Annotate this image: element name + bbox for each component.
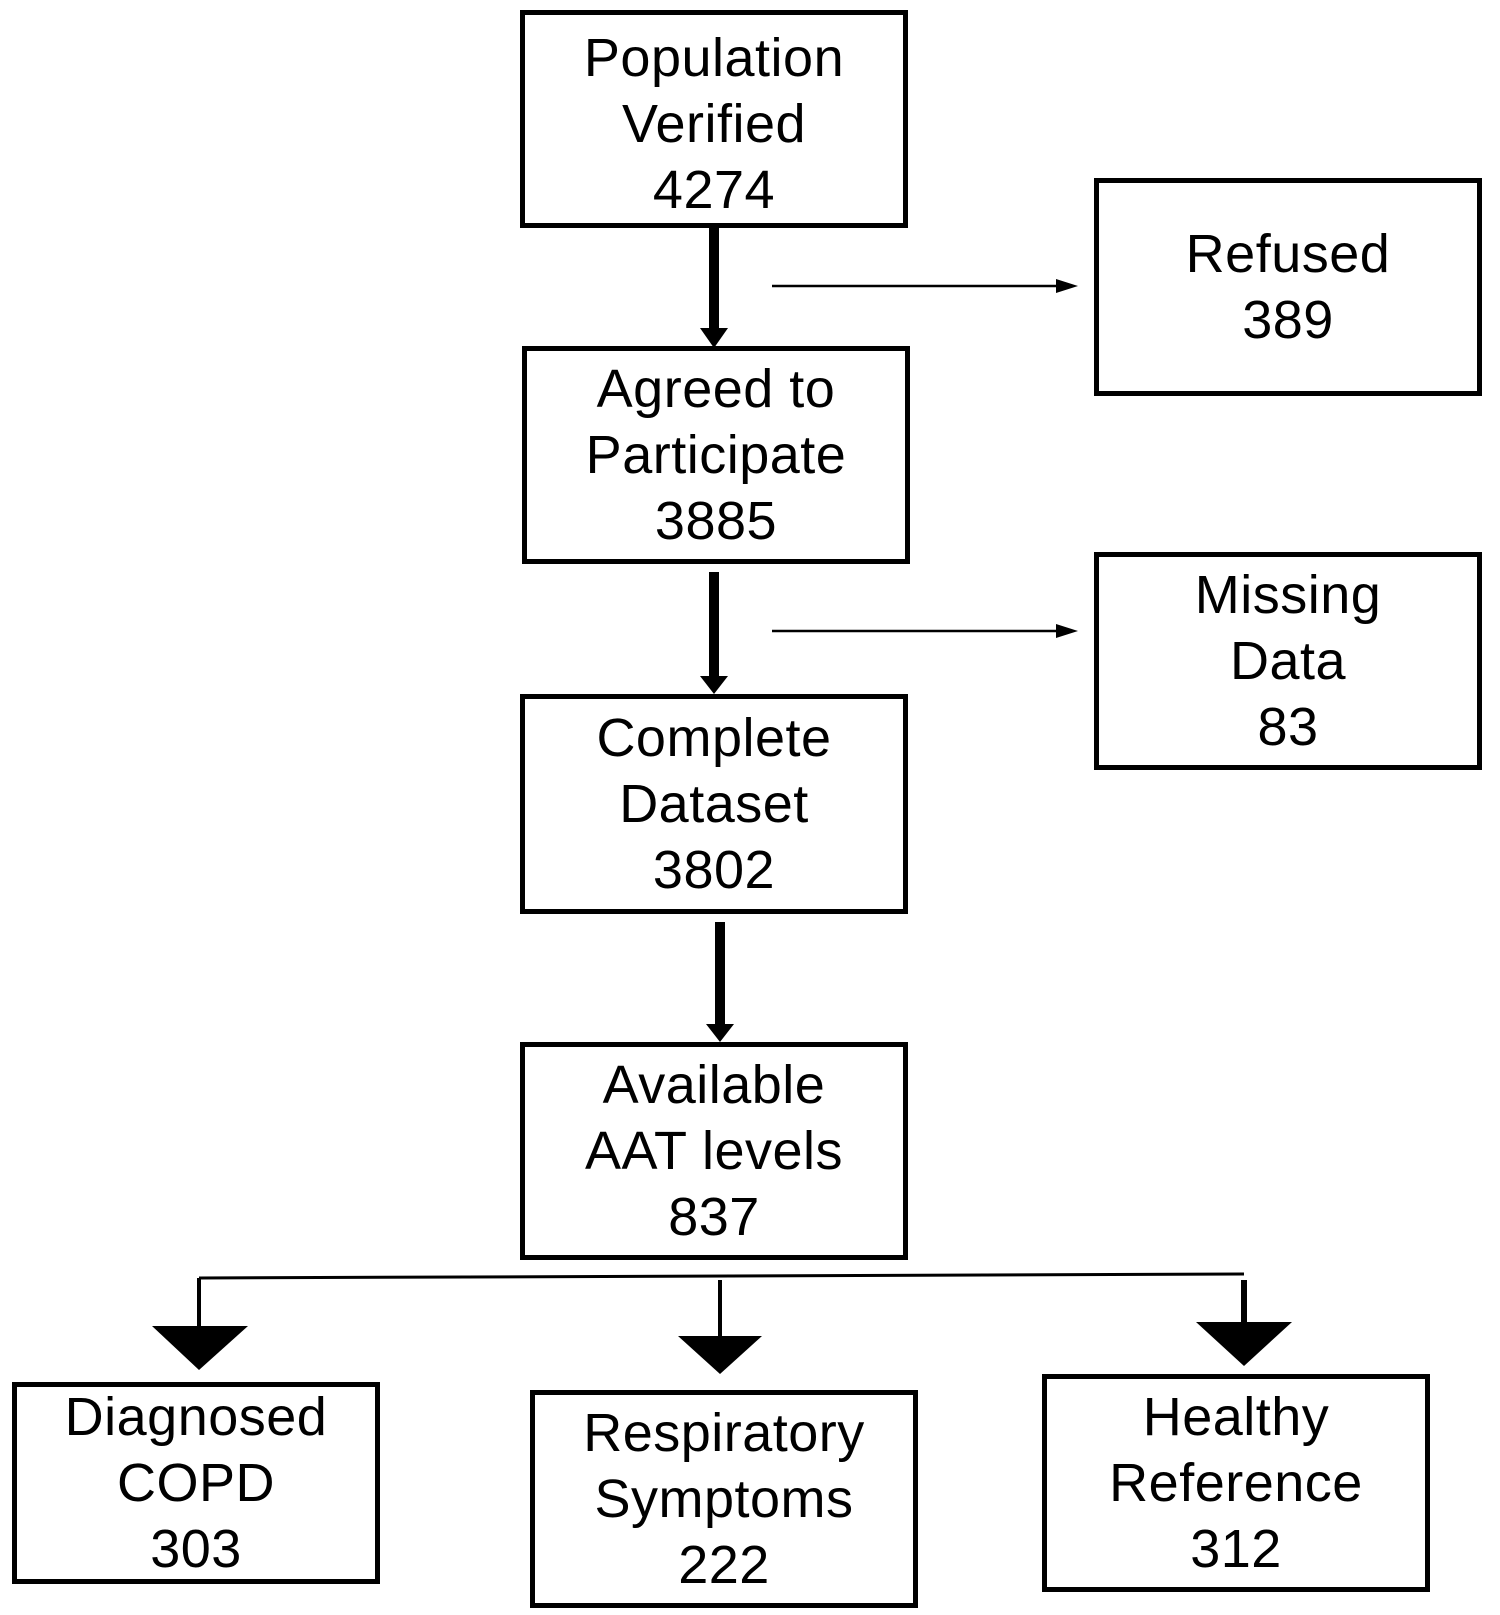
- complete-label-line1: Complete: [596, 708, 832, 768]
- population-count: 4274: [652, 160, 776, 220]
- copd-label-line2: COPD: [116, 1453, 275, 1513]
- population-verified-box: Population Verified 4274: [520, 10, 908, 228]
- missing-label-line1: Missing: [1194, 565, 1382, 625]
- available-label-line1: Available: [602, 1055, 826, 1115]
- copd-label-line1: Diagnosed: [64, 1387, 328, 1447]
- missing-label-line2: Data: [1229, 631, 1347, 691]
- missing-data-box: Missing Data 83: [1094, 552, 1482, 770]
- refused-label: Refused: [1185, 224, 1391, 284]
- arrow-complete-to-available: [706, 922, 734, 1042]
- available-count: 837: [668, 1187, 760, 1247]
- respiratory-label-line1: Respiratory: [583, 1403, 865, 1463]
- agreed-to-participate-box: Agreed to Participate 3885: [522, 346, 910, 564]
- healthy-count: 312: [1190, 1519, 1282, 1579]
- arrow-to-respiratory: [678, 1280, 762, 1374]
- complete-count: 3802: [652, 840, 776, 900]
- arrow-to-healthy: [1196, 1280, 1292, 1366]
- population-label-line1: Population: [583, 28, 845, 88]
- missing-count: 83: [1257, 697, 1319, 757]
- respiratory-count: 222: [678, 1535, 770, 1595]
- available-label-line2: AAT levels: [584, 1121, 844, 1181]
- arrow-to-missing-data: [772, 624, 1078, 638]
- complete-dataset-box: Complete Dataset 3802: [520, 694, 908, 914]
- available-aat-levels-box: Available AAT levels 837: [520, 1042, 908, 1260]
- refused-count: 389: [1242, 290, 1334, 350]
- respiratory-label-line2: Symptoms: [594, 1469, 854, 1529]
- agreed-count: 3885: [654, 491, 778, 551]
- arrow-to-copd: [152, 1278, 248, 1370]
- agreed-label-line2: Participate: [585, 425, 847, 485]
- population-label-line2: Verified: [621, 94, 807, 154]
- healthy-label-line1: Healthy: [1142, 1387, 1330, 1447]
- branch-connector: [198, 1272, 1245, 1280]
- arrow-agreed-to-complete: [700, 572, 728, 694]
- agreed-label-line1: Agreed to: [596, 359, 836, 419]
- healthy-reference-box: Healthy Reference 312: [1042, 1374, 1430, 1592]
- copd-count: 303: [150, 1519, 242, 1579]
- refused-box: Refused 389: [1094, 178, 1482, 396]
- arrow-to-refused: [772, 279, 1078, 293]
- healthy-label-line2: Reference: [1109, 1453, 1363, 1513]
- diagnosed-copd-box: Diagnosed COPD 303: [12, 1382, 380, 1584]
- arrow-population-to-agreed: [700, 228, 728, 348]
- complete-label-line2: Dataset: [619, 774, 809, 834]
- respiratory-symptoms-box: Respiratory Symptoms 222: [530, 1390, 918, 1608]
